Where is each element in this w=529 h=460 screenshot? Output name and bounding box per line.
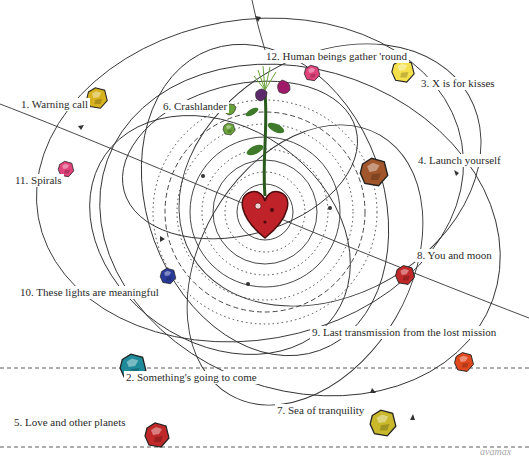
orbit-drawing-part [145, 423, 169, 447]
elliptical-orbits [0, 0, 529, 450]
track-label: 7. Sea of tranquility [275, 404, 366, 417]
watermark: avamax [478, 445, 513, 458]
orbit-drawing-part [10, 0, 489, 375]
orbit-drawing-part [242, 192, 288, 238]
orbit-drawing-part [160, 236, 165, 242]
orbit-drawing-part [131, 0, 528, 359]
orbit-drawing-part [0, 368, 529, 369]
orbit-drawing-part [246, 282, 250, 286]
heart [242, 192, 288, 238]
orbit-drawing-part [201, 174, 205, 178]
orbit-drawing-part [244, 106, 259, 118]
track-label: 3. X is for kisses [419, 77, 497, 90]
orbit-drawing-part [263, 66, 265, 90]
orbit-drawing-part [255, 16, 261, 22]
orbit-drawing-part [396, 266, 415, 285]
orbit-drawing-part [160, 268, 175, 283]
orbit-drawing-part [410, 414, 415, 420]
orbit-drawing-part [245, 143, 265, 158]
orbit-drawing-part [455, 353, 474, 372]
orbit-drawing-part [266, 121, 286, 136]
track-label: 1. Warning call [19, 98, 90, 111]
orbit-drawing-part [370, 410, 396, 436]
horizon-lines [0, 368, 529, 447]
orbit-drawing-part [254, 76, 265, 90]
orbit-arrows [78, 16, 459, 420]
orbit-drawing-part [278, 80, 291, 94]
track-label: 12. Human beings gather 'round [264, 50, 409, 63]
orbit-drawing-part [53, 10, 529, 451]
orbit-drawing-part [454, 170, 459, 176]
track-label: 5. Love and other planets [12, 416, 128, 429]
orbit-drawing-part [0, 447, 529, 448]
orbit-drawing-part [270, 208, 274, 212]
orbit-drawing-part [139, 83, 471, 448]
orbit-drawing-part [264, 92, 266, 196]
track-label: 4. Launch yourself [416, 154, 503, 167]
orbit-drawing-part [360, 158, 387, 185]
orbit-drawing-part [256, 89, 268, 101]
orbit-drawing-part [254, 66, 276, 90]
track-label: 9. Last transmission from the lost missi… [310, 326, 498, 339]
track-label: 8. You and moon [415, 249, 494, 262]
track-label: 2. Something's going to come [124, 371, 259, 384]
track-label: 11. Spirals [13, 174, 64, 187]
orbit-drawing-part [223, 123, 235, 135]
orbit-drawing-part [265, 72, 276, 90]
orbit-drawing-part [392, 60, 414, 82]
orbit-drawing-part [328, 206, 332, 210]
orbit-drawing-part [263, 220, 266, 223]
orbit-drawing-part [43, 66, 396, 404]
plant [224, 66, 290, 196]
orbit-drawing-part [255, 203, 261, 209]
orbit-drawing-part [304, 65, 319, 80]
orbit-drawing-part [78, 125, 84, 130]
track-label: 6. Crashlander [161, 100, 229, 113]
orbit-drawing-part [105, 56, 376, 263]
track-label: 10. These lights are meaningful [18, 286, 161, 299]
orbit-drawing-part [370, 388, 376, 393]
gems [58, 60, 473, 447]
